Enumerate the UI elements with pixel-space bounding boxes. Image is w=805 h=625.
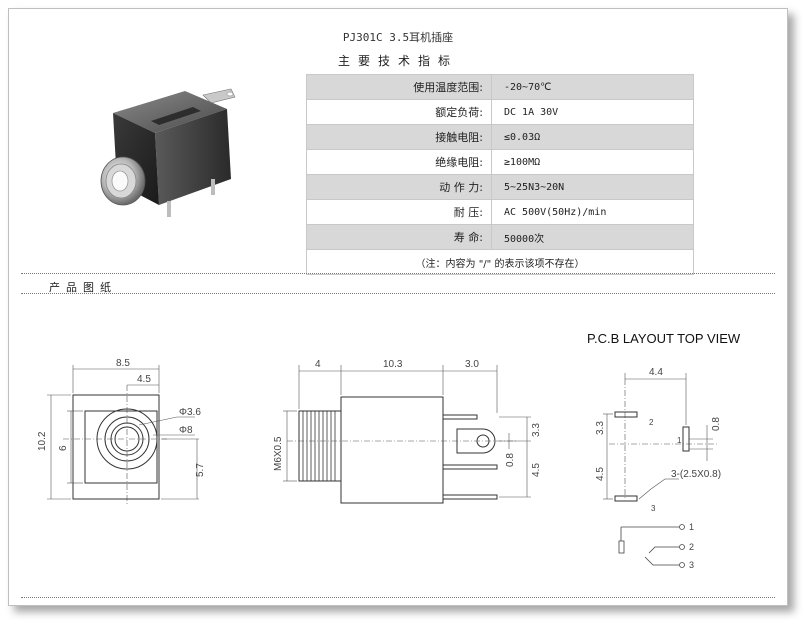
pcb-dim-0-8: 0.8 (711, 417, 722, 431)
pcb-dim-3-3: 3.3 (595, 421, 606, 435)
drawing-section-title: 产品图纸 (49, 281, 117, 294)
spec-row-insulation: 绝缘电阻:≥100MΩ (306, 149, 694, 175)
dim-10-3: 10.3 (383, 359, 403, 370)
spec-row-contact-resistance: 接触电阻:≤0.03Ω (306, 124, 694, 150)
dim-width: 8.5 (116, 358, 130, 369)
spec-value: -20~70℃ (491, 74, 694, 100)
pcb-layout-drawing: 4.4 3.3 4.5 0.8 3-(2.5X0.8) 1 2 3 (595, 367, 722, 513)
product-photo (100, 88, 236, 217)
spec-row-temperature: 使用温度范围:-20~70℃ (306, 74, 694, 100)
dim-6: 6 (58, 445, 69, 451)
spec-row-rating: 额定负荷:DC 1A 30V (306, 99, 694, 125)
dim-3-0: 3.0 (465, 359, 479, 370)
dim-3-3: 3.3 (531, 423, 542, 437)
pcb-pad-label: 3-(2.5X0.8) (671, 469, 721, 480)
dim-0-8: 0.8 (505, 453, 516, 467)
dim-5-7: 5.7 (195, 463, 206, 477)
spec-label: 寿 命: (306, 224, 492, 250)
spec-row-force: 动 作 力:5~25N3~20N (306, 174, 694, 200)
dim-phi8: Φ8 (179, 425, 193, 436)
divider-bottom (21, 597, 775, 598)
spec-value: 50000次 (491, 224, 694, 250)
dim-half: 4.5 (137, 374, 151, 385)
dim-thread: M6X0.5 (273, 436, 284, 471)
pcb-dim-4-4: 4.4 (649, 367, 663, 378)
spec-value: ≥100MΩ (491, 149, 694, 175)
dim-phi36: Φ3.6 (179, 407, 201, 418)
schematic-pin-3: 3 (689, 560, 694, 570)
spec-row-life: 寿 命:50000次 (306, 224, 694, 250)
datasheet-frame: PJ301C 3.5耳机插座 主要技术指标 使用温度范围:-20~70℃ 额定负… (8, 8, 788, 606)
spec-label: 接触电阻: (306, 124, 492, 150)
spec-label: 绝缘电阻: (306, 149, 492, 175)
pcb-dim-4-5: 4.5 (595, 467, 606, 481)
spec-label: 额定负荷: (306, 99, 492, 125)
dim-4: 4 (315, 359, 321, 370)
spec-value: DC 1A 30V (491, 99, 694, 125)
pcb-pin-2: 2 (649, 418, 654, 427)
dim-height: 10.2 (37, 431, 48, 451)
jack-schematic: 1 2 3 (618, 522, 694, 570)
pcb-pin-3: 3 (651, 504, 656, 513)
side-view-drawing: 4 10.3 3.0 M6X0.5 3.3 0.8 4.5 (273, 359, 542, 504)
schematic-pin-1: 1 (689, 522, 694, 532)
spec-note-row: （注：内容为 "/" 的表示该项不存在） (306, 249, 694, 275)
spec-value: AC 500V(50Hz)/min (491, 199, 694, 225)
spec-label: 动 作 力: (306, 174, 492, 200)
product-title: PJ301C 3.5耳机插座 (342, 31, 454, 44)
spec-note: （注：内容为 "/" 的表示该项不存在） (306, 249, 694, 275)
schematic-pin-2: 2 (689, 542, 694, 552)
spec-label: 使用温度范围: (306, 74, 492, 100)
pcb-pin-1: 1 (677, 436, 682, 445)
spec-value: ≤0.03Ω (491, 124, 694, 150)
dim-4-5: 4.5 (531, 463, 542, 477)
pcb-layout-title: P.C.B LAYOUT TOP VIEW (587, 331, 741, 346)
divider-top (21, 273, 775, 274)
divider-section (21, 293, 775, 294)
specs-subtitle: 主要技术指标 (337, 54, 458, 68)
specs-table: 使用温度范围:-20~70℃ 额定负荷:DC 1A 30V 接触电阻:≤0.03… (306, 74, 694, 275)
front-view-drawing: 8.5 4.5 10.2 6 5.7 Φ3.6 Φ8 (37, 358, 206, 505)
spec-row-voltage: 耐 压:AC 500V(50Hz)/min (306, 199, 694, 225)
spec-label: 耐 压: (306, 199, 492, 225)
spec-value: 5~25N3~20N (491, 174, 694, 200)
